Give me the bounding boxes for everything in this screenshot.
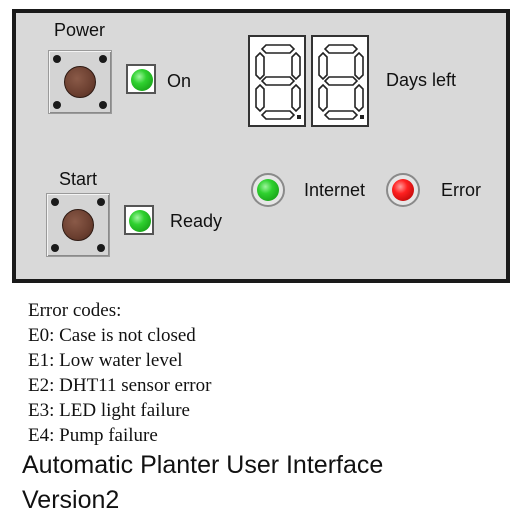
error-code-item: E0: Case is not closed bbox=[28, 325, 196, 346]
error-led bbox=[386, 173, 420, 207]
pin bbox=[51, 244, 59, 252]
button-cap bbox=[64, 66, 96, 98]
led-bulb bbox=[131, 69, 153, 91]
power-status-label: On bbox=[167, 71, 192, 91]
page-title: Automatic Planter User Interface bbox=[22, 451, 384, 479]
power-label: Power bbox=[54, 20, 106, 40]
pin bbox=[97, 198, 105, 206]
error-label: Error bbox=[441, 180, 481, 200]
error-code-item: E3: LED light failure bbox=[28, 400, 190, 421]
pin bbox=[99, 101, 107, 109]
version-label: Version2 bbox=[22, 486, 120, 514]
days-left-label: Days left bbox=[386, 70, 457, 90]
pin bbox=[53, 55, 61, 63]
power-button[interactable] bbox=[48, 50, 112, 114]
pin bbox=[51, 198, 59, 206]
error-codes-list: Error codes: E0: Case is not closed E1: … bbox=[28, 298, 211, 448]
error-codes-heading: Error codes: bbox=[28, 300, 122, 321]
led-bulb bbox=[392, 179, 414, 201]
led-bulb bbox=[257, 179, 279, 201]
internet-led bbox=[251, 173, 285, 207]
power-led bbox=[126, 64, 156, 94]
internet-label: Internet bbox=[304, 180, 366, 200]
led-bulb bbox=[129, 210, 151, 232]
error-code-item: E1: Low water level bbox=[28, 350, 183, 371]
pin bbox=[97, 244, 105, 252]
pin bbox=[99, 55, 107, 63]
ready-led bbox=[124, 205, 154, 235]
start-button[interactable] bbox=[46, 193, 110, 257]
button-cap bbox=[62, 209, 94, 241]
seven-segment-digit-tens bbox=[248, 35, 306, 127]
error-code-item: E4: Pump failure bbox=[28, 425, 158, 446]
seven-segment-digit-ones bbox=[311, 35, 369, 127]
start-label: Start bbox=[59, 169, 98, 189]
error-code-item: E2: DHT11 sensor error bbox=[28, 375, 212, 396]
ready-status-label: Ready bbox=[170, 211, 223, 231]
pin bbox=[53, 101, 61, 109]
